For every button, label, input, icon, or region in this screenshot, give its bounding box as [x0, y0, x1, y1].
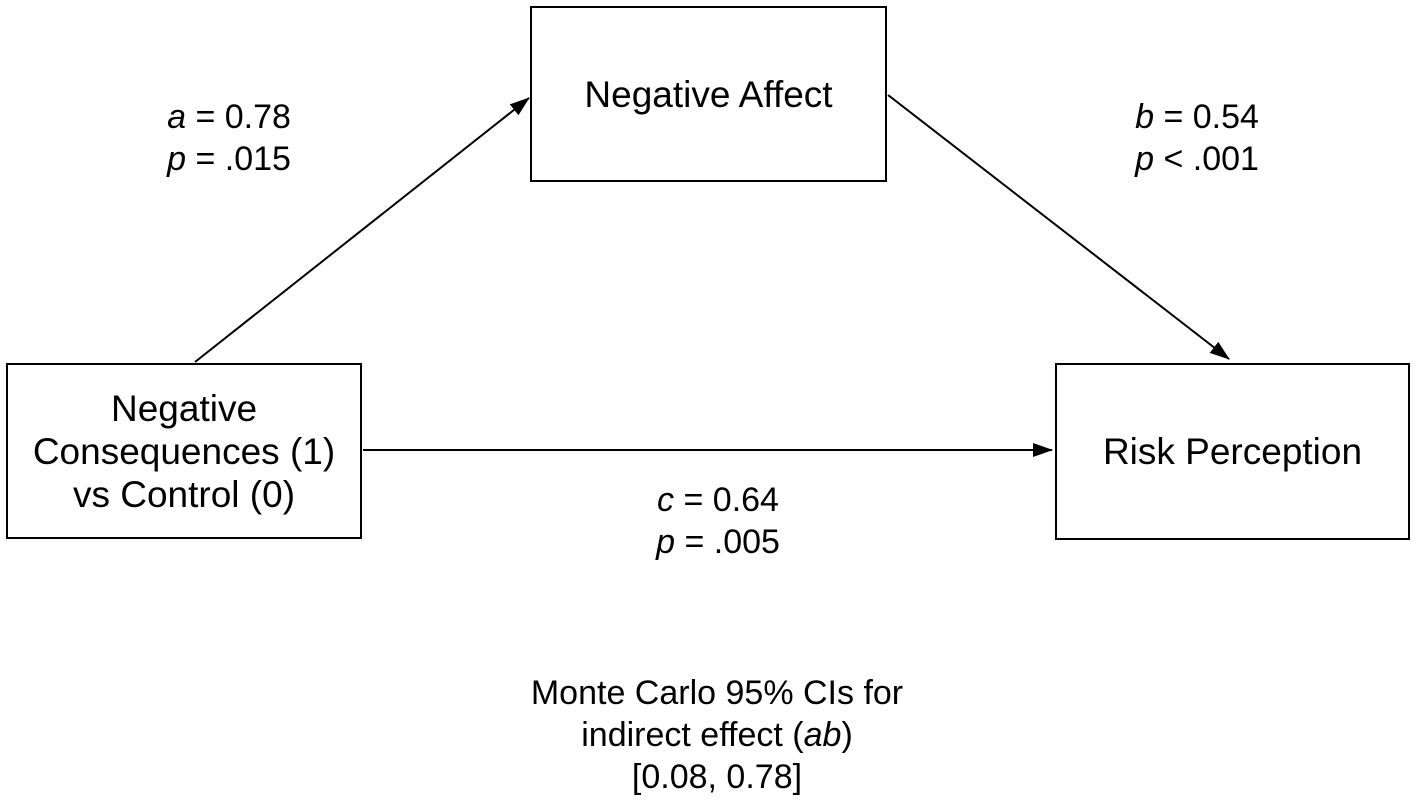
path-a-pvalue: p = .015 — [89, 138, 369, 180]
note-line3: [0.08, 0.78] — [631, 758, 803, 796]
path-a-label: a = 0.78 p = .015 — [89, 96, 369, 180]
outcome-box: Risk Perception — [1055, 363, 1410, 540]
path-b-pvalue: p < .001 — [1057, 138, 1337, 180]
path-c-symbol: c — [657, 481, 675, 519]
predictor-label-line1: Negative — [110, 387, 258, 429]
note-line2-em: ab — [803, 716, 842, 754]
path-a-arrow — [194, 97, 530, 363]
path-a-coefficient: a = 0.78 — [89, 96, 369, 138]
path-b-value: = 0.54 — [1154, 98, 1259, 136]
path-b-p-symbol: p — [1135, 140, 1154, 178]
path-a-p-symbol: p — [167, 140, 186, 178]
path-b-p-value: < .001 — [1154, 140, 1259, 178]
outcome-label: Risk Perception — [1102, 431, 1363, 472]
note-line1: Monte Carlo 95% CIs for — [530, 674, 904, 712]
predictor-box: Negative Consequences (1) vs Control (0) — [6, 363, 362, 539]
path-b-label: b = 0.54 p < .001 — [1057, 96, 1337, 180]
path-c-value: = 0.64 — [674, 481, 779, 519]
path-c-label: c = 0.64 p = .005 — [578, 479, 858, 563]
path-a-p-value: = .015 — [186, 140, 291, 178]
path-b-coefficient: b = 0.54 — [1057, 96, 1337, 138]
path-c-pvalue: p = .005 — [578, 521, 858, 563]
path-b-arrow — [887, 94, 1230, 360]
note-line2-post: ) — [841, 716, 853, 754]
predictor-label-line3: vs Control (0) — [72, 473, 296, 515]
note-line2: indirect effect (ab) — [477, 714, 957, 756]
path-c-coefficient: c = 0.64 — [578, 479, 858, 521]
mediator-box: Negative Affect — [530, 6, 887, 182]
path-a-value: = 0.78 — [186, 98, 291, 136]
path-c-p-symbol: p — [656, 523, 675, 561]
path-b-symbol: b — [1135, 98, 1154, 136]
path-c-p-value: = .005 — [675, 523, 780, 561]
path-a-symbol: a — [167, 98, 186, 136]
note-line2-pre: indirect effect ( — [581, 716, 804, 754]
predictor-label-line2: Consequences (1) — [32, 430, 336, 472]
monte-carlo-note: Monte Carlo 95% CIs for indirect effect … — [477, 672, 957, 798]
mediator-label: Negative Affect — [584, 73, 833, 115]
